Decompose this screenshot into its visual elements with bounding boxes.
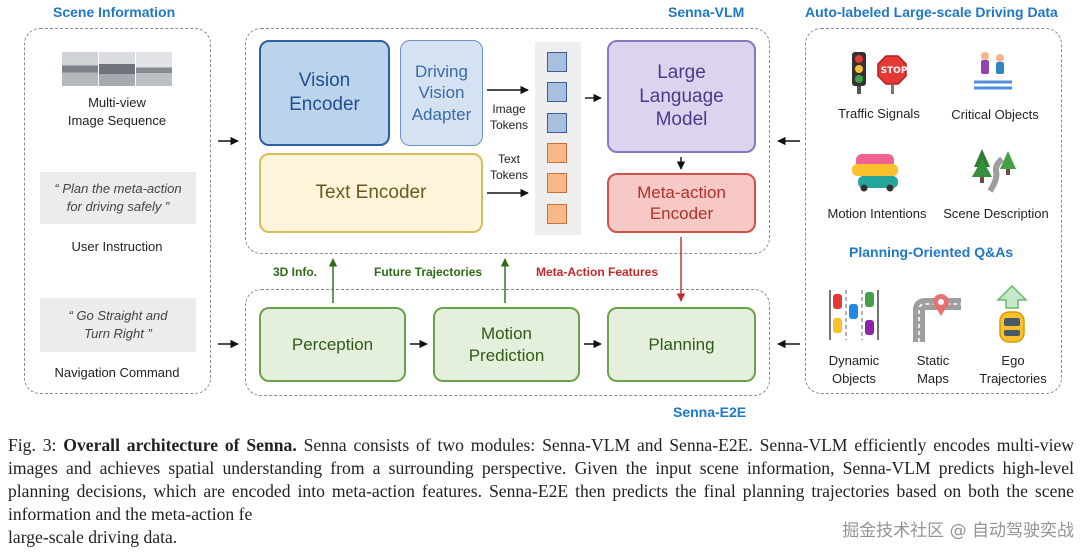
scene-description-icon [972, 149, 1016, 193]
meta-action-encoder-text: Meta-action Encoder [637, 182, 726, 223]
vision-encoder-text: Vision Encoder [289, 70, 360, 115]
camera-image-front [99, 52, 135, 86]
user-instruction-quote: “ Plan the meta-action for driving safel… [40, 172, 196, 224]
meta-action-features-annotation: Meta-Action Features [536, 265, 659, 279]
driving-vision-adapter-box: Driving Vision Adapter [400, 40, 483, 146]
nav-command-label: Navigation Command [54, 365, 180, 380]
caption-tail: large-scale driving data. [8, 527, 178, 547]
driving-vision-adapter-text: Driving Vision Adapter [411, 62, 472, 124]
text-token-1 [547, 143, 567, 163]
image-tokens-text: Image Tokens [489, 102, 529, 132]
motion-intentions-label: Motion Intentions [827, 206, 927, 221]
camera-image-left [62, 52, 98, 86]
meta-action-encoder-box: Meta-action Encoder [607, 173, 756, 233]
static-maps-text: Static Maps [916, 353, 950, 386]
senna-vlm-title: Senna-VLM [668, 4, 745, 20]
text-token-2 [547, 173, 567, 193]
llm-box: Large Language Model [607, 40, 756, 153]
image-token-1 [547, 52, 567, 72]
multiview-label: Multi-view Image Sequence [42, 94, 192, 129]
perception-text: Perception [291, 334, 374, 354]
auto-labeled-title: Auto-labeled Large-scale Driving Data [805, 4, 1058, 20]
image-token-3 [547, 113, 567, 133]
text-token-3 [547, 204, 567, 224]
planning-text: Planning [648, 334, 715, 354]
ego-trajectories-icon [996, 284, 1028, 343]
text-encoder-box: Text Encoder [259, 153, 483, 233]
senna-vlm-panel [245, 28, 770, 254]
text-tokens-label: Text Tokens [486, 152, 532, 183]
senna-e2e-panel [245, 289, 770, 396]
senna-e2e-title: Senna-E2E [673, 404, 747, 420]
stop-sign-text: STOP [880, 66, 908, 76]
image-token-2 [547, 82, 567, 102]
figure-caption: Fig. 3: Overall architecture of Senna. S… [8, 434, 1074, 549]
motion-prediction-text: Motion Prediction [468, 324, 545, 365]
future-trajectories-annotation: Future Trajectories [374, 265, 483, 279]
caption-bold: Overall architecture of Senna. [63, 435, 297, 455]
static-maps-label: Static Maps [893, 352, 973, 387]
planning-qa-title: Planning-Oriented Q&As [849, 244, 1014, 260]
multiview-label-text: Multi-view Image Sequence [67, 95, 167, 128]
image-tokens-label: Image Tokens [486, 102, 532, 133]
nav-command-quote: “ Go Straight and Turn Right ” [40, 298, 196, 352]
caption-body: Senna consists of two modules: Senna-VLM… [8, 435, 1074, 524]
user-instruction-label: User Instruction [71, 239, 163, 254]
caption-prefix: Fig. 3: [8, 435, 64, 455]
nav-command-quote-text: “ Go Straight and Turn Right ” [68, 307, 168, 341]
text-tokens-text: Text Tokens [489, 152, 529, 182]
critical-objects-icon [974, 52, 1012, 90]
planning-box: Planning [607, 307, 756, 382]
dynamic-objects-text: Dynamic Objects [828, 353, 880, 386]
ego-trajectories-text: Ego Trajectories [979, 353, 1047, 386]
scene-info-title: Scene Information [53, 4, 176, 20]
critical-objects-label: Critical Objects [951, 107, 1039, 122]
dynamic-objects-label: Dynamic Objects [814, 352, 894, 387]
dynamic-objects-icon [829, 290, 879, 340]
token-column [535, 42, 581, 235]
traffic-signals-label: Traffic Signals [838, 106, 920, 121]
multiview-images [62, 52, 172, 86]
scene-description-label: Scene Description [943, 206, 1049, 221]
watermark: 掘金技术社区 @ 自动驾驶奕战 [842, 521, 1074, 541]
camera-image-right [136, 52, 172, 86]
llm-text: Large Language Model [639, 61, 724, 131]
text-encoder-text: Text Encoder [315, 182, 427, 204]
perception-box: Perception [259, 307, 406, 382]
vision-encoder-box: Vision Encoder [259, 40, 390, 146]
ego-trajectories-label: Ego Trajectories [972, 352, 1054, 387]
info-3d-annotation: 3D Info. [273, 265, 317, 279]
motion-prediction-box: Motion Prediction [433, 307, 580, 382]
user-instruction-quote-text: “ Plan the meta-action for driving safel… [54, 180, 182, 214]
traffic-signal-icon [852, 52, 907, 94]
static-maps-icon [913, 294, 961, 342]
scene-info-panel [24, 28, 211, 394]
data-panel [805, 28, 1062, 394]
motion-intentions-icon [852, 154, 898, 192]
